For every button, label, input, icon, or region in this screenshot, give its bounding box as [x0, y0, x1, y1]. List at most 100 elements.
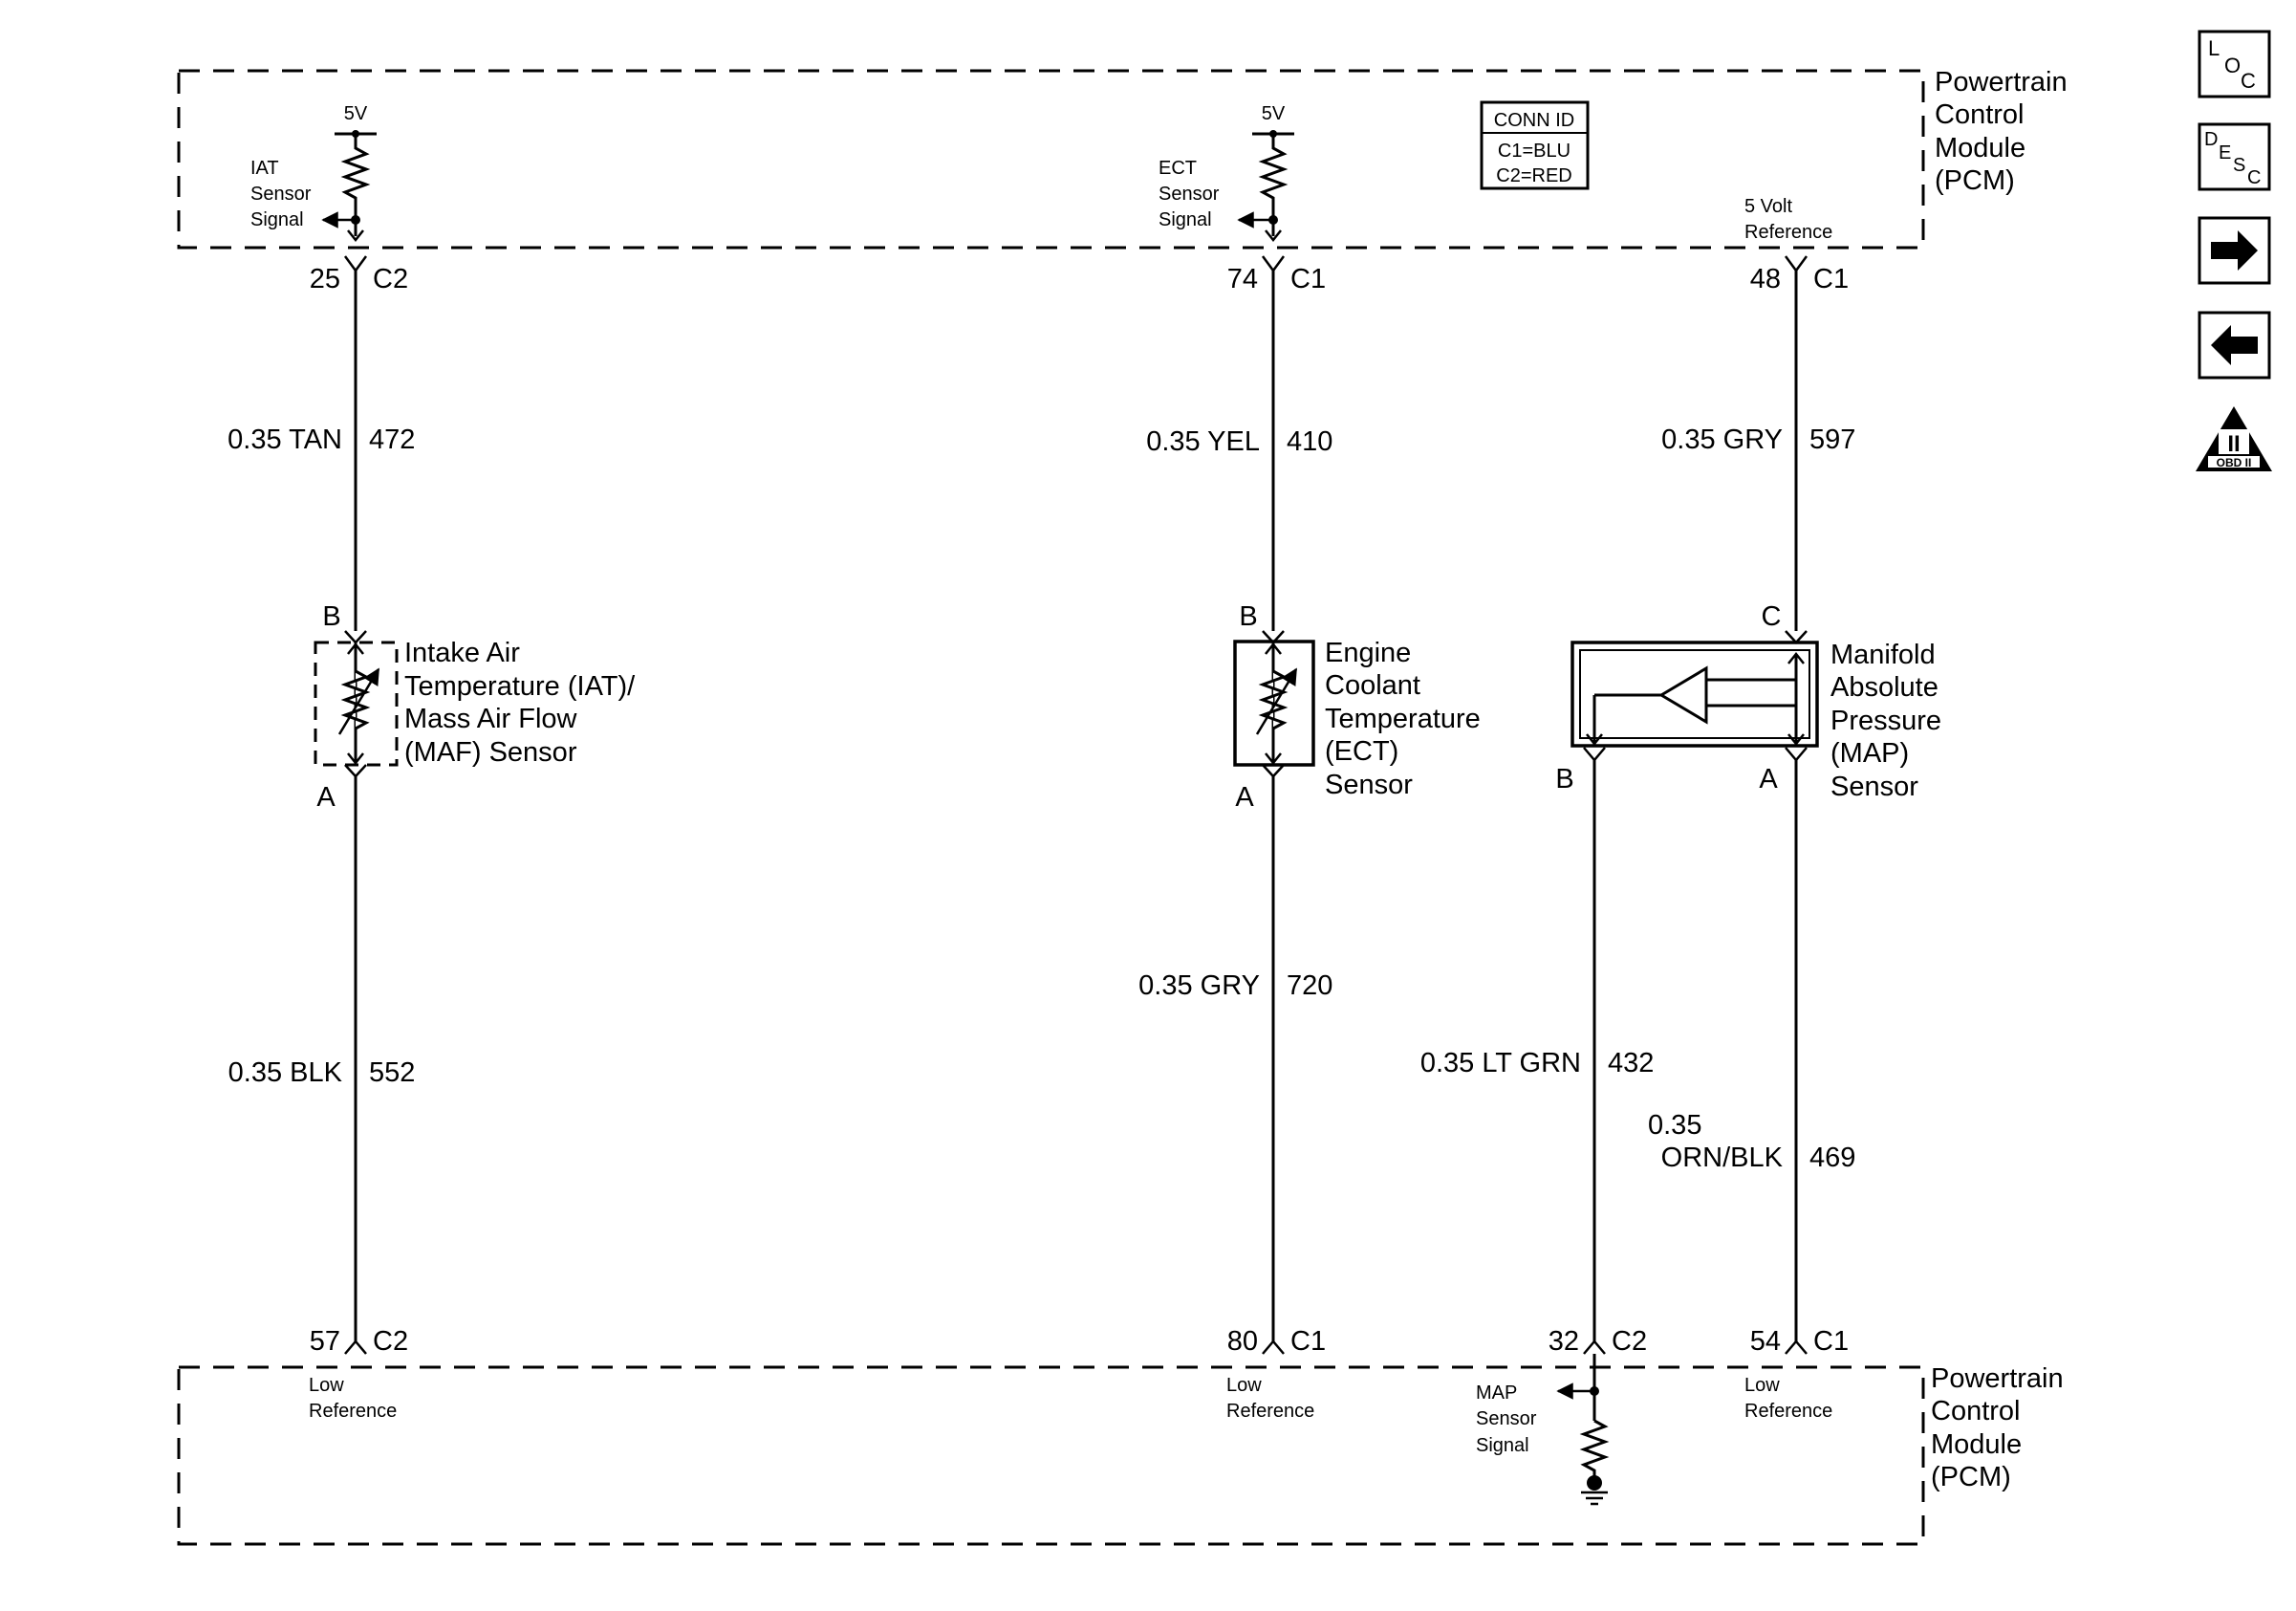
- map-label-1: Manifold: [1830, 640, 1936, 670]
- map-label-3: Pressure: [1830, 706, 1941, 736]
- pcm-top-title-line1: Powertrain: [1935, 67, 2068, 98]
- iat-label-4: (MAF) Sensor: [404, 737, 577, 768]
- arrow-left-icon: [2211, 325, 2258, 365]
- pin-map-bottom: 32: [1549, 1326, 1579, 1357]
- map-pin-c: C: [1762, 601, 1782, 632]
- wire-iat-low-color: 0.35 BLK: [228, 1057, 343, 1088]
- conn-map-bottom: C2: [1612, 1326, 1647, 1357]
- pcm-bottom-boundary: [177, 1365, 1925, 1546]
- iat-signal-label-2: Sensor: [250, 184, 312, 205]
- obd-numeral: II: [2227, 431, 2240, 457]
- map-signal-label-1: MAP: [1476, 1382, 1517, 1404]
- wire-ect-low-circuit: 720: [1287, 970, 1332, 1001]
- map-amplifier-symbol: [1658, 665, 1708, 725]
- desc-letter-e: E: [2219, 142, 2231, 163]
- conn-id-c2: C2=RED: [1496, 165, 1571, 186]
- connector-pins-top: 25 C2 74 C1 48 C1: [310, 255, 1849, 294]
- iat-low-ref-label-2: Reference: [309, 1401, 397, 1422]
- iat-maf-sensor: B A Intake Air Temperature (IAT)/ Mass A…: [314, 601, 636, 813]
- pcm-top-boundary: [177, 69, 1925, 250]
- location-button[interactable]: L O C: [2198, 30, 2271, 98]
- map-label-4: (MAP): [1830, 738, 1909, 769]
- desc-letter-s: S: [2233, 155, 2245, 176]
- iat-label-1: Intake Air: [404, 638, 520, 668]
- conn-iat-bottom: C2: [373, 1326, 408, 1357]
- arrow-right-icon: [2211, 230, 2258, 271]
- map-pulldown-resistor: MAP Sensor Signal: [1476, 1354, 1610, 1506]
- conn-id-header: CONN ID: [1494, 110, 1574, 131]
- pcm-top-module: Powertrain Control Module (PCM) CONN ID …: [177, 67, 2068, 250]
- pcm-top-title-line4: (PCM): [1935, 165, 2015, 196]
- map-pin-b: B: [1555, 764, 1573, 795]
- description-button[interactable]: D E S C: [2198, 122, 2271, 191]
- ref-label-2: Reference: [1744, 222, 1832, 243]
- pcm-bottom-title-line3: Module: [1931, 1429, 2022, 1460]
- desc-letter-c: C: [2247, 167, 2261, 188]
- conn-ref-bottom: C1: [1813, 1326, 1849, 1357]
- pcm-bottom-module: Powertrain Control Module (PCM) Low Refe…: [177, 1354, 2064, 1546]
- conn-iat-top: C2: [373, 264, 408, 294]
- ect-low-ref-label-1: Low: [1226, 1375, 1262, 1396]
- iat-low-ref-label-1: Low: [309, 1375, 344, 1396]
- pin-ect-bottom: 80: [1227, 1326, 1258, 1357]
- pin-iat-bottom: 57: [310, 1326, 340, 1357]
- pcm-bottom-title-line2: Control: [1931, 1396, 2021, 1426]
- wire-map-ref-color: 0.35 GRY: [1661, 425, 1783, 455]
- loc-letter-o: O: [2224, 54, 2241, 77]
- ect-label-3: Temperature: [1325, 704, 1481, 734]
- ect-pin-b: B: [1239, 601, 1257, 632]
- pcm-top-title-line3: Module: [1935, 133, 2025, 163]
- map-sensor-housing: [1570, 641, 1819, 748]
- iat-label-2: Temperature (IAT)/: [404, 671, 636, 702]
- wire-ect-low-color: 0.35 GRY: [1138, 970, 1260, 1001]
- wires: [354, 271, 1798, 1341]
- pin-ref-top: 48: [1750, 264, 1781, 294]
- map-label-5: Sensor: [1830, 772, 1918, 802]
- map-label-2: Absolute: [1830, 672, 1939, 703]
- iat-signal-label-3: Signal: [250, 209, 304, 230]
- pin-iat-top: 25: [310, 264, 340, 294]
- iat-pin-b: B: [322, 601, 340, 632]
- iat-pullup-resistor: 5V IAT Sensor Signal: [250, 103, 377, 243]
- pcm-bottom-title-line4: (PCM): [1931, 1462, 2011, 1492]
- wire-map-sig-circuit: 432: [1608, 1048, 1654, 1078]
- conn-id-c1: C1=BLU: [1498, 141, 1570, 162]
- ect-supply-label: 5V: [1262, 103, 1286, 124]
- wire-ect-sig-color: 0.35 YEL: [1146, 426, 1260, 457]
- nav-rail: L O C D E S C II OBD II: [2196, 30, 2272, 471]
- wire-iat-low-circuit: 552: [369, 1057, 415, 1088]
- iat-label-3: Mass Air Flow: [404, 704, 578, 734]
- obd-ii-button[interactable]: II OBD II: [2196, 406, 2272, 471]
- desc-letter-d: D: [2204, 129, 2218, 150]
- ect-label-1: Engine: [1325, 638, 1411, 668]
- map-sensor: C B A Manifold Absolute Pressure (MAP) S…: [1555, 601, 1941, 802]
- ect-signal-label-3: Signal: [1159, 209, 1212, 230]
- map-low-ref-label-2: Reference: [1744, 1401, 1832, 1422]
- iat-supply-label: 5V: [344, 103, 368, 124]
- ref-label-1: 5 Volt: [1744, 196, 1792, 217]
- ect-label-4: (ECT): [1325, 736, 1398, 767]
- wire-iat-sig-circuit: 472: [369, 425, 415, 455]
- wire-map-low-circuit: 469: [1809, 1143, 1855, 1173]
- previous-button[interactable]: [2198, 311, 2271, 380]
- wire-iat-sig-color: 0.35 TAN: [227, 425, 342, 455]
- pcm-bottom-title-line1: Powertrain: [1931, 1363, 2064, 1394]
- loc-letter-c: C: [2241, 69, 2256, 93]
- obd-label: OBD II: [2217, 456, 2252, 469]
- loc-letter-l: L: [2208, 36, 2220, 60]
- wire-labels: 0.35 TAN 472 0.35 YEL 410 0.35 GRY 597 0…: [227, 425, 1855, 1173]
- wire-map-low-color: ORN/BLK: [1661, 1143, 1784, 1173]
- next-button[interactable]: [2198, 216, 2271, 285]
- iat-signal-label-1: IAT: [250, 158, 279, 179]
- map-signal-label-2: Sensor: [1476, 1408, 1537, 1429]
- ect-pullup-resistor: 5V ECT Sensor Signal: [1159, 103, 1294, 243]
- conn-id-box: CONN ID C1=BLU C2=RED: [1480, 100, 1590, 190]
- wire-map-ref-circuit: 597: [1809, 425, 1855, 455]
- conn-ref-top: C1: [1813, 264, 1849, 294]
- iat-pin-a: A: [316, 782, 336, 813]
- five-volt-reference: 5 Volt Reference: [1744, 196, 1832, 243]
- pin-ect-top: 74: [1227, 264, 1258, 294]
- wire-ect-sig-circuit: 410: [1287, 426, 1332, 457]
- ect-pin-a: A: [1235, 782, 1254, 813]
